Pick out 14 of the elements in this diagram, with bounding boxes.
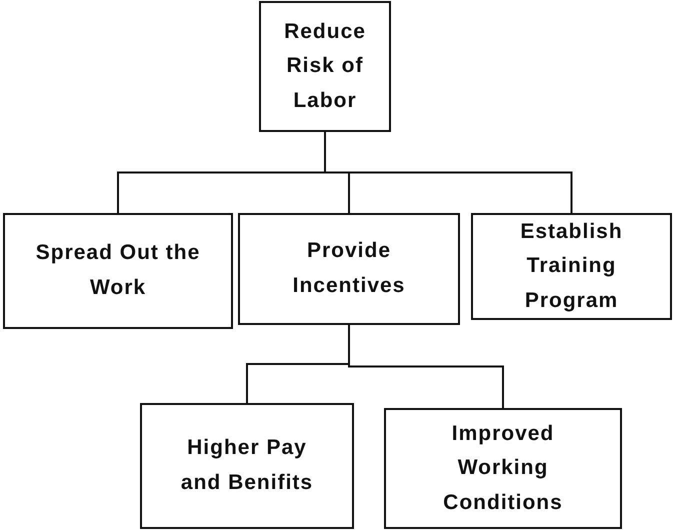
- box-label: Establish Training Program: [519, 218, 624, 314]
- box-label: Improved Working Conditions: [442, 420, 564, 516]
- box-label: Spread Out the Work: [34, 240, 202, 301]
- process-box: [3, 213, 233, 329]
- process-box: [238, 213, 460, 325]
- process-box: [471, 213, 672, 320]
- process-box: [140, 403, 354, 529]
- connector-line: [348, 325, 504, 408]
- process-box: [384, 408, 622, 529]
- box-label: Higher Pay and Benifits: [180, 435, 314, 496]
- process-box: [259, 1, 391, 132]
- box-label: Provide Incentives: [292, 238, 406, 299]
- connector-line: [324, 132, 572, 213]
- box-label: Reduce Risk of Labor: [283, 18, 367, 114]
